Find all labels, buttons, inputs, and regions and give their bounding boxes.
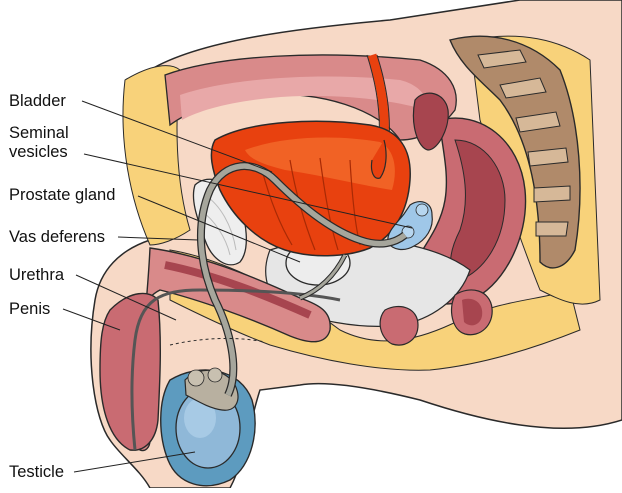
bulb-muscle — [380, 306, 418, 345]
label-bladder: Bladder — [9, 92, 66, 111]
label-seminal-line1: Seminal — [9, 124, 69, 142]
label-penis: Penis — [9, 300, 50, 319]
label-vas-deferens: Vas deferens — [9, 228, 105, 247]
label-urethra: Urethra — [9, 266, 64, 285]
label-prostate-gland: Prostate gland — [9, 186, 115, 205]
label-seminal-vesicles: Seminal vesicles — [9, 124, 69, 162]
label-testicle: Testicle — [9, 463, 64, 482]
label-seminal-line2: vesicles — [9, 143, 69, 162]
glans — [100, 293, 160, 450]
